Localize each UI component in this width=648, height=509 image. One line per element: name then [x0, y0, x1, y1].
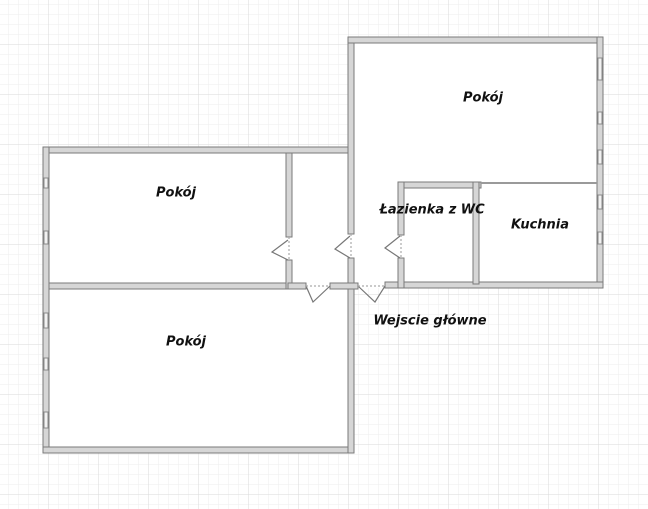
door-swing	[383, 235, 401, 259]
window	[43, 177, 49, 189]
room-label-kitchen: Kuchnia	[510, 217, 570, 233]
door-swing	[270, 239, 289, 261]
entrance-label: Wejscie główne	[373, 313, 487, 329]
door-swing	[305, 285, 331, 304]
door-swing	[357, 285, 386, 303]
window	[597, 111, 603, 125]
window	[43, 357, 49, 371]
floor-areas	[43, 37, 603, 453]
door-swing	[333, 235, 351, 259]
window	[597, 57, 603, 81]
window	[597, 194, 603, 210]
window	[597, 231, 603, 245]
window	[43, 230, 49, 245]
room-label-left-lower: Pokój	[165, 334, 207, 350]
windows	[43, 57, 603, 429]
window	[43, 411, 49, 429]
window	[597, 149, 603, 165]
doors	[270, 234, 402, 304]
walls	[42, 36, 604, 454]
room-label-bathroom: Łazienka z WC	[379, 202, 485, 218]
room-label-top-right: Pokój	[462, 90, 504, 106]
room-label-left-upper: Pokój	[155, 185, 197, 201]
window	[43, 312, 49, 329]
